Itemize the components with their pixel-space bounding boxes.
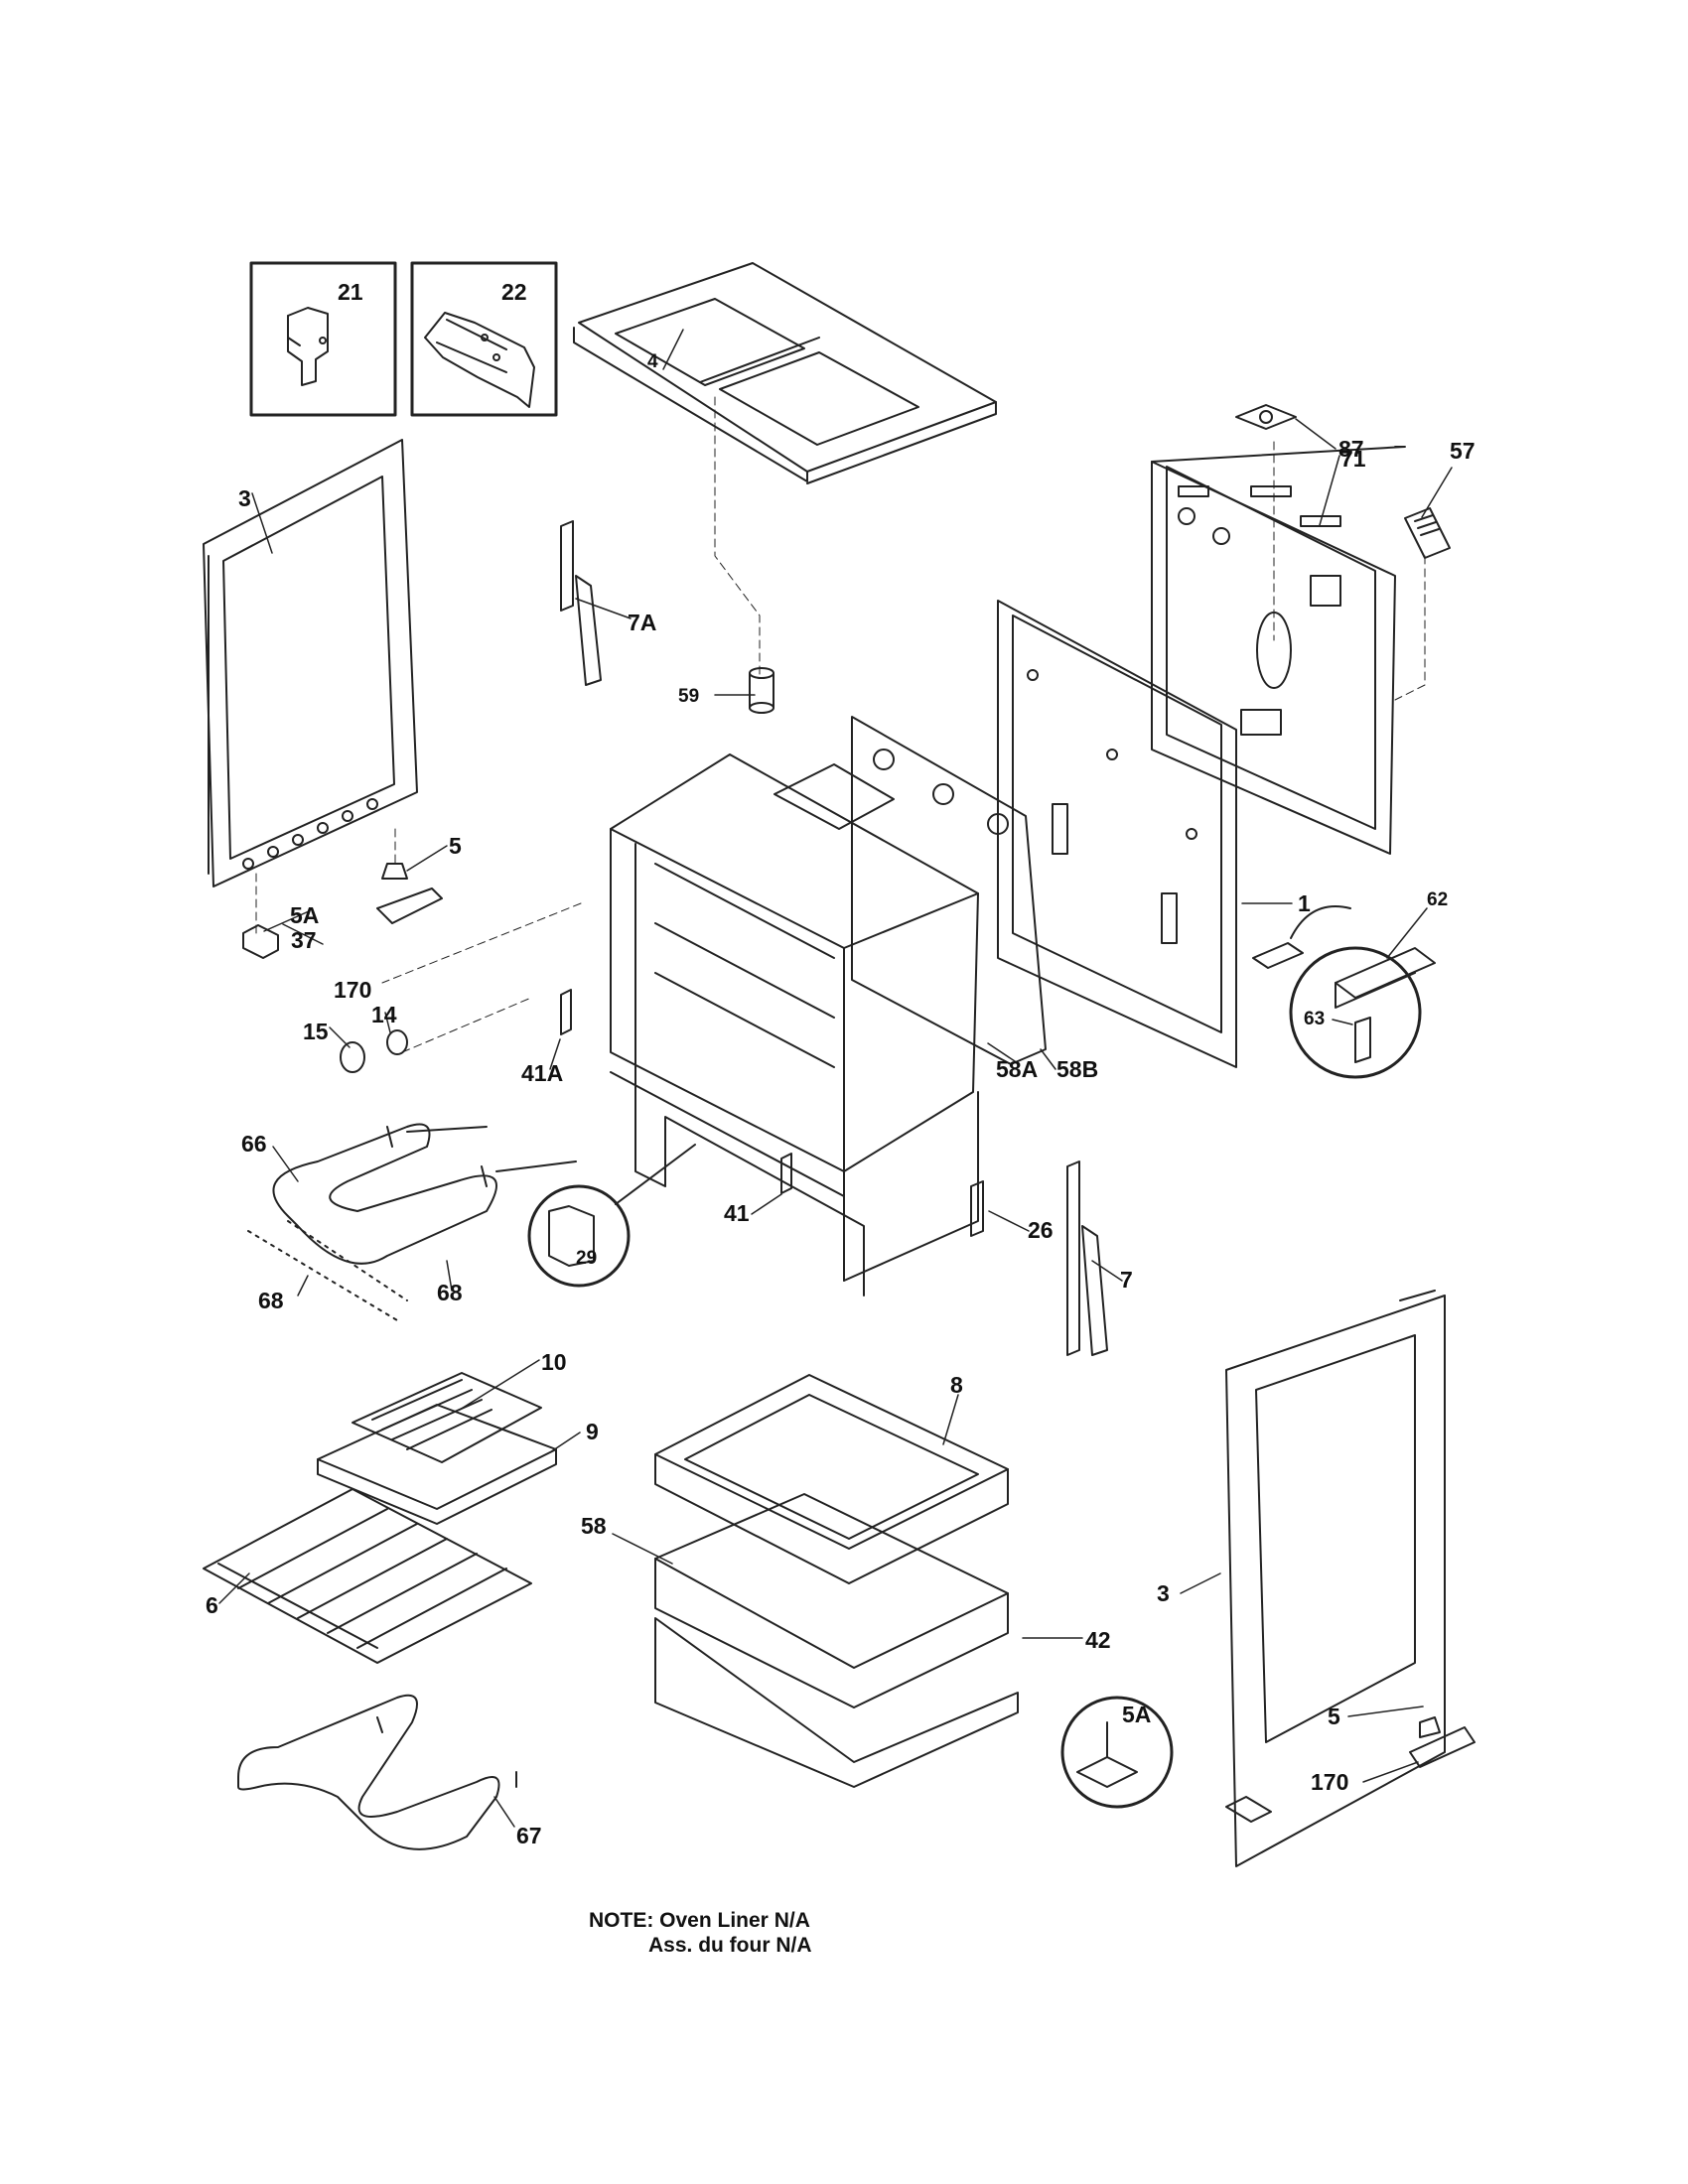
drawer-plate-42 xyxy=(654,1617,1019,1788)
label-37: 37 xyxy=(291,927,317,953)
label-58B: 58B xyxy=(1056,1056,1098,1082)
label-5-upper: 5 xyxy=(449,833,462,859)
leveler-5A-left xyxy=(242,924,279,959)
label-68-right: 68 xyxy=(437,1280,463,1305)
label-1: 1 xyxy=(1298,890,1311,916)
insulation-68 xyxy=(247,1220,408,1321)
oven-rack-6 xyxy=(203,1488,532,1664)
rack-support-7 xyxy=(1066,1160,1108,1356)
drawer-insulation-58 xyxy=(654,1493,1009,1708)
bracket-87 xyxy=(1235,404,1297,430)
back-panel xyxy=(1151,446,1406,855)
label-8: 8 xyxy=(950,1372,963,1398)
label-10: 10 xyxy=(541,1349,567,1375)
rear-panel xyxy=(997,600,1237,1068)
insulation-58B xyxy=(851,716,1047,1065)
storage-drawer-8 xyxy=(654,1374,1009,1584)
label-26: 26 xyxy=(1028,1217,1054,1243)
label-62: 62 xyxy=(1427,889,1448,910)
cover-57 xyxy=(1404,507,1451,559)
bracket-41 xyxy=(780,1153,792,1194)
inset-part-21 xyxy=(249,261,397,417)
broil-element-66 xyxy=(272,1123,577,1265)
label-5-lower: 5 xyxy=(1328,1704,1340,1729)
broiler-pan-9 xyxy=(317,1404,557,1525)
leveler-right xyxy=(1225,1796,1272,1823)
assembly-lines xyxy=(255,396,1426,1053)
label-7A: 7A xyxy=(628,610,656,635)
label-170-upper: 170 xyxy=(334,977,371,1003)
bake-element-67 xyxy=(237,1694,517,1850)
note-oven-liner: NOTE: Oven Liner N/A xyxy=(589,1909,810,1932)
socket-14 xyxy=(386,1029,408,1055)
oven-body xyxy=(610,753,979,1297)
callout-5A xyxy=(1060,1696,1174,1809)
glide-5-right xyxy=(1419,1716,1441,1738)
label-5A-lower: 5A xyxy=(1122,1702,1151,1727)
label-7: 7 xyxy=(1120,1267,1133,1293)
lamp-15 xyxy=(340,1041,365,1073)
hinge-170-left xyxy=(376,887,443,924)
glide-5-left xyxy=(381,863,408,880)
label-14: 14 xyxy=(371,1002,397,1027)
side-panel-left xyxy=(203,439,418,887)
label-5A-upper: 5A xyxy=(290,902,319,928)
terminal-block xyxy=(1252,942,1304,969)
label-29: 29 xyxy=(576,1248,597,1269)
label-71: 71 xyxy=(1340,446,1366,472)
inset-part-22 xyxy=(410,261,558,417)
label-58A: 58A xyxy=(996,1056,1038,1082)
label-63: 63 xyxy=(1304,1009,1325,1029)
label-68-left: 68 xyxy=(258,1288,284,1313)
label-57: 57 xyxy=(1450,438,1476,464)
bracket-26 xyxy=(970,1180,984,1237)
label-4: 4 xyxy=(647,351,658,372)
label-9: 9 xyxy=(586,1419,599,1444)
label-3-upper: 3 xyxy=(238,485,251,511)
leader-lines xyxy=(218,329,1453,1828)
callout-29 xyxy=(527,1144,696,1288)
callout-62 xyxy=(1289,905,1436,1079)
label-170-lower: 170 xyxy=(1311,1769,1348,1795)
top-panel xyxy=(573,262,997,484)
label-59: 59 xyxy=(678,686,699,707)
label-6: 6 xyxy=(206,1592,218,1618)
bracket-41A xyxy=(560,989,572,1035)
label-42: 42 xyxy=(1085,1627,1111,1653)
label-41A: 41A xyxy=(521,1060,563,1086)
label-3-lower: 3 xyxy=(1157,1580,1170,1606)
side-panel-right xyxy=(1225,1290,1446,1867)
rack-support-7A xyxy=(560,520,602,686)
label-58: 58 xyxy=(581,1513,607,1539)
note-oven-liner-fr: Ass. du four N/A xyxy=(648,1934,812,1957)
label-15: 15 xyxy=(303,1019,329,1044)
bushing-59 xyxy=(749,667,774,714)
label-87: 87 xyxy=(1338,436,1364,462)
label-41: 41 xyxy=(724,1200,750,1226)
label-67: 67 xyxy=(516,1823,542,1848)
broiler-grid-10 xyxy=(352,1372,542,1463)
label-21: 21 xyxy=(338,279,363,305)
label-66: 66 xyxy=(241,1131,267,1157)
label-22: 22 xyxy=(501,279,527,305)
